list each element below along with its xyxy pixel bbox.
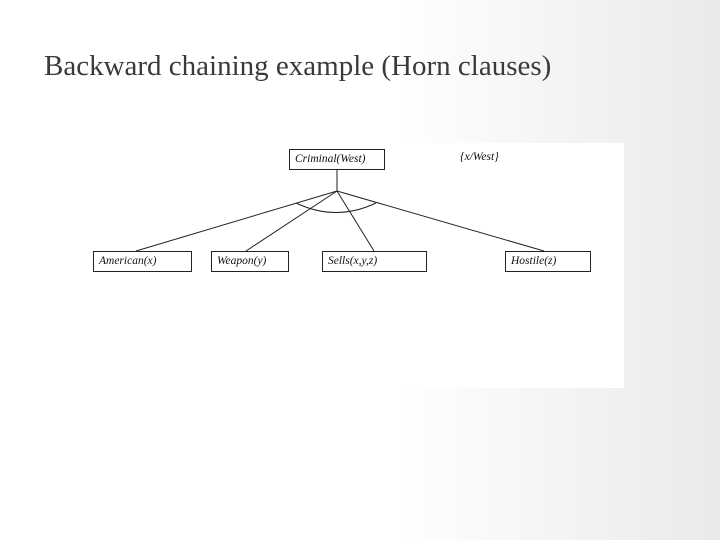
subgoal-node-hostile: Hostile(z) xyxy=(505,251,591,272)
edge-goal-hostile xyxy=(336,190,545,252)
edge-goal-american xyxy=(135,190,338,252)
subgoal-node-weapon: Weapon(y) xyxy=(211,251,289,272)
edge-goal-weapon xyxy=(245,190,338,252)
substitution-label: {x/West} xyxy=(460,151,499,163)
goal-node-criminal: Criminal(West) xyxy=(289,149,385,170)
edge-goal-sells xyxy=(336,190,375,252)
slide-title: Backward chaining example (Horn clauses) xyxy=(44,50,552,82)
subgoal-node-sells: Sells(x,y,z) xyxy=(322,251,427,272)
conjunction-arc xyxy=(295,202,377,213)
subgoal-node-american: American(x) xyxy=(93,251,192,272)
